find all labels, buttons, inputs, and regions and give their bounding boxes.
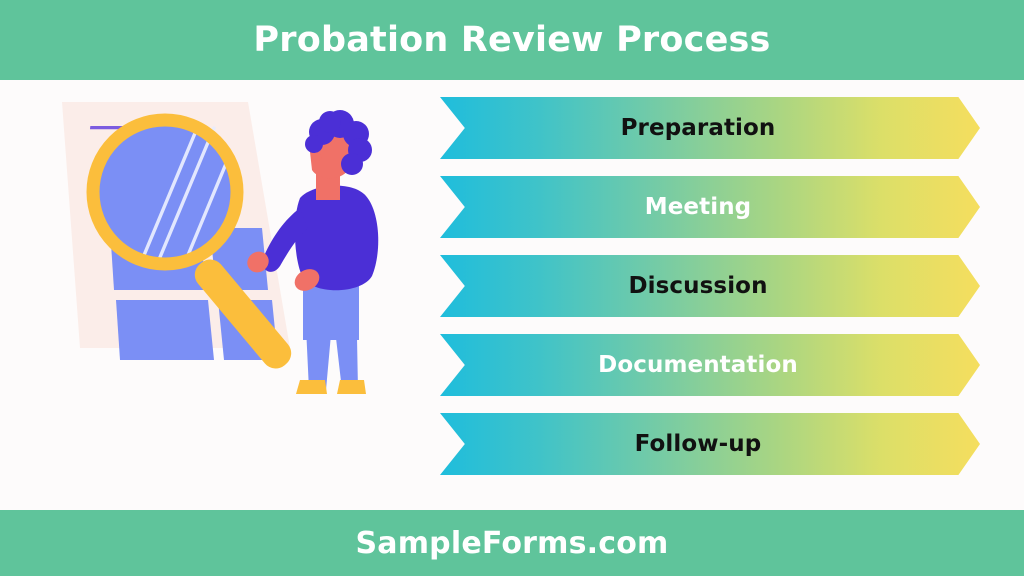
footer-brand-label: SampleForms.com <box>355 525 669 561</box>
footer-banner: SampleForms.com <box>0 510 1024 576</box>
process-step-follow-up[interactable]: Follow-up <box>440 413 980 475</box>
process-steps-list: Preparation Meeting Discussion Documenta… <box>430 80 1024 510</box>
page-title: Probation Review Process <box>253 19 771 60</box>
process-step-label: Discussion <box>628 273 768 299</box>
person-figure-icon <box>247 110 379 394</box>
process-step-label: Documentation <box>598 352 798 378</box>
process-step-label: Preparation <box>620 115 776 141</box>
magnifying-glass-icon <box>86 113 292 369</box>
process-step-discussion[interactable]: Discussion <box>440 255 980 317</box>
process-step-preparation[interactable]: Preparation <box>440 97 980 159</box>
person-inspecting-form-with-magnifying-glass-illustration <box>62 102 379 394</box>
process-step-meeting[interactable]: Meeting <box>440 176 980 238</box>
process-step-documentation[interactable]: Documentation <box>440 334 980 396</box>
process-step-label: Meeting <box>644 194 752 220</box>
header-banner: Probation Review Process <box>0 0 1024 80</box>
illustration-column <box>0 80 430 510</box>
process-step-label: Follow-up <box>634 431 762 457</box>
body-area: Preparation Meeting Discussion Documenta… <box>0 80 1024 510</box>
